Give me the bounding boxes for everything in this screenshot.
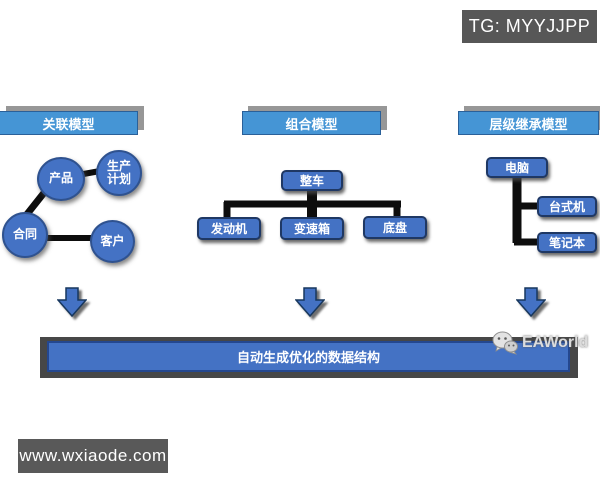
eaworld-watermark-text: EAWorld: [522, 334, 589, 351]
node-laptop: 笔记本: [537, 232, 597, 253]
node-computer: 电脑: [486, 157, 548, 178]
bottom-left-watermark-badge: www.wxiaode.com: [18, 439, 168, 473]
result-bar: 自动生成优化的数据结构: [47, 341, 570, 372]
section-header-composition: 组合模型: [242, 111, 381, 135]
node-desktop: 台式机: [537, 196, 597, 217]
wechat-icon: [492, 331, 518, 355]
node-whole-vehicle: 整车: [281, 170, 343, 191]
down-arrow-icon: [295, 287, 325, 317]
node-contract: 合同: [2, 212, 48, 258]
node-engine: 发动机: [197, 217, 261, 240]
node-production-plan-label: 生产计划: [106, 158, 131, 186]
node-production-plan: 生产计划: [96, 150, 142, 196]
section-header-association: 关联模型: [0, 111, 138, 135]
node-product: 产品: [37, 157, 85, 201]
top-right-watermark-badge: TG: MYYJJPP: [462, 10, 597, 43]
node-gearbox: 变速箱: [280, 217, 344, 240]
down-arrow-icon: [516, 287, 546, 317]
section-header-inheritance: 层级继承模型: [458, 111, 599, 135]
eaworld-watermark: EAWorld: [492, 331, 588, 355]
node-chassis: 底盘: [363, 216, 427, 239]
node-customer: 客户: [90, 220, 135, 263]
result-bar-shadow: 自动生成优化的数据结构: [40, 337, 578, 378]
down-arrow-icon: [57, 287, 87, 317]
